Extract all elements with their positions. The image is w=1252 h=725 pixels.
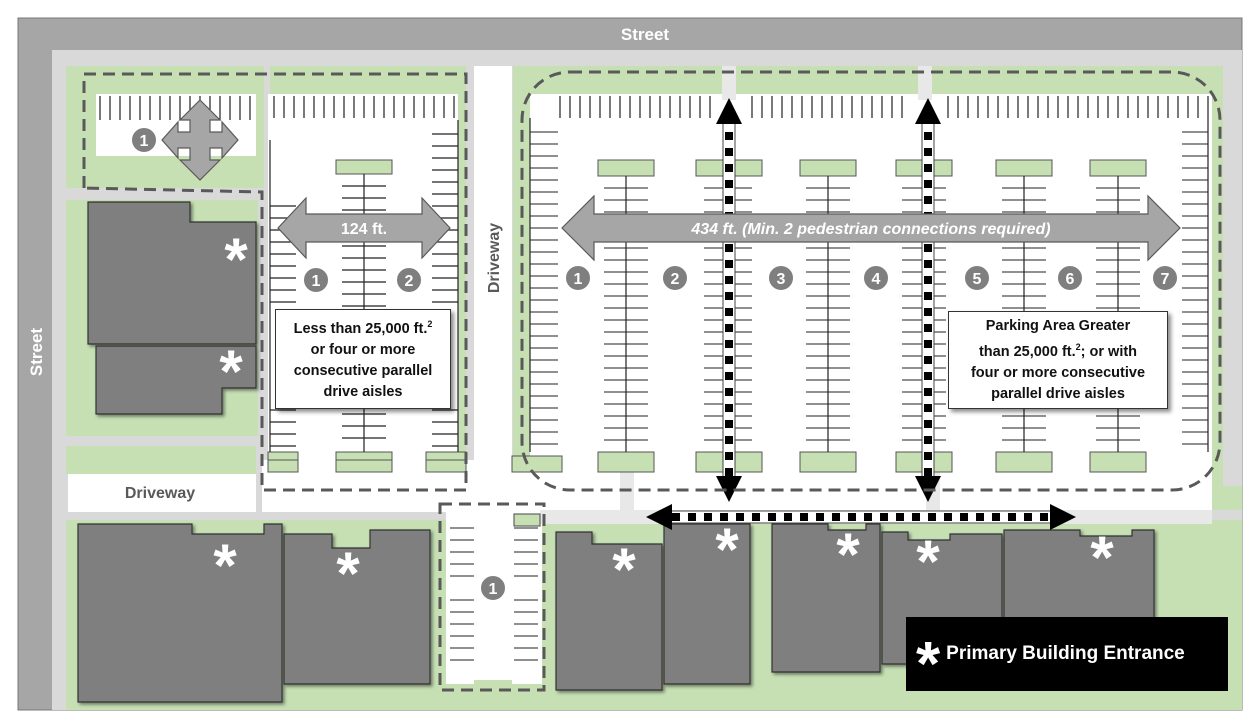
entrance-icon: * — [224, 226, 248, 293]
building-bottom-4 — [663, 523, 751, 685]
entrance-icon: * — [336, 540, 360, 607]
entrance-icon: * — [916, 528, 940, 595]
driveway-left-label: Driveway — [125, 485, 195, 502]
driveway-left — [68, 474, 256, 512]
callout-small-lot: Less than 25,000 ft.2 or four or more co… — [275, 309, 451, 409]
arrow-right — [1050, 504, 1076, 530]
svg-text:2: 2 — [405, 273, 414, 290]
walkway-break — [722, 66, 736, 100]
callout-large-line4: parallel drive aisles — [991, 385, 1125, 402]
callout-large-sup: 2 — [1075, 342, 1081, 352]
walkway-break — [918, 66, 932, 100]
svg-text:1: 1 — [140, 133, 149, 150]
arrow-top-left-4way — [161, 99, 239, 181]
callout-large-line2a: than 25,000 ft. — [978, 343, 1076, 360]
svg-text:1: 1 — [312, 273, 321, 290]
svg-text:4: 4 — [872, 271, 881, 288]
callout-small-line3: consecutive parallel — [293, 362, 433, 379]
aisle-marker: 1 — [130, 126, 158, 154]
entrance-icon: * — [612, 536, 636, 603]
dimension-434ft-label: 434 ft. (Min. 2 pedestrian connections r… — [690, 221, 1050, 238]
entrance-markers: * * * * * * * * * — [213, 226, 1114, 607]
landscape-left-strip — [66, 446, 256, 474]
svg-text:1: 1 — [489, 581, 498, 598]
island — [267, 451, 299, 473]
aisle-marker: 1 — [479, 574, 507, 602]
aisle-marker: 2 — [661, 264, 689, 292]
callout-large-line2b: ; or with — [1080, 343, 1138, 360]
building-bottom-1 — [77, 523, 283, 703]
entrance-icon: * — [836, 521, 860, 588]
legend: * Primary Building Entrance — [906, 617, 1228, 696]
large-lot-islands — [511, 159, 1147, 473]
building-bottom-7 — [1003, 529, 1155, 621]
building-left-lower — [95, 345, 257, 415]
entrance-icon: * — [1090, 524, 1114, 591]
arrow-down — [716, 476, 742, 502]
arrow-434ft — [561, 194, 1181, 262]
island — [335, 159, 393, 175]
building-bottom-5 — [771, 523, 881, 673]
aisle-marker: 4 — [862, 264, 890, 292]
aisle-marker: 1 — [302, 266, 330, 294]
aisle-marker: 2 — [395, 266, 423, 294]
boundary-large-lot — [520, 70, 1222, 492]
stalls-small-lot-top — [273, 96, 455, 118]
driveway-vertical — [474, 66, 512, 520]
entrance-icon: * — [213, 532, 237, 599]
stalls-center-lot — [450, 513, 541, 690]
aisle-marker: 3 — [767, 264, 795, 292]
callout-large-line3: four or more consecutive — [970, 364, 1146, 381]
pedestrian-paths — [646, 98, 1076, 530]
driveway-vertical-label: Driveway — [486, 223, 503, 293]
callout-small-sup: 2 — [427, 319, 433, 329]
svg-text:1: 1 — [574, 271, 583, 288]
arrow-left — [646, 504, 672, 530]
aisle-markers: 1 1 2 1 2 3 4 5 — [130, 126, 1179, 602]
entrance-icon: * — [219, 338, 243, 405]
dimension-arrows — [161, 99, 1181, 262]
aisle-marker: 5 — [963, 264, 991, 292]
svg-text:2: 2 — [671, 271, 680, 288]
entrance-icon: * — [715, 516, 739, 583]
island — [335, 451, 393, 473]
island — [425, 451, 467, 473]
callout-small-line1: Less than 25,000 ft. — [293, 320, 428, 337]
legend-entrance-icon: * — [916, 630, 941, 699]
aisle-marker: 7 — [1151, 264, 1179, 292]
dimension-124ft-label: 124 ft. — [341, 221, 387, 238]
aisle-marker: 1 — [564, 264, 592, 292]
svg-text:3: 3 — [777, 271, 786, 288]
callout-large-line1: Parking Area Greater — [985, 318, 1131, 334]
street-left-label: Street — [27, 328, 46, 377]
building-left-upper — [87, 201, 257, 345]
stalls-large-lot-top — [559, 96, 1209, 118]
landscape-top-mid — [270, 66, 466, 96]
arrow-up — [716, 98, 742, 124]
dashed-boundaries — [82, 70, 1222, 692]
callout-large-lot: Parking Area Greater than 25,000 ft.2; o… — [948, 311, 1168, 409]
boundary-small-lot — [82, 72, 468, 492]
callout-small-line2: or four or more — [310, 341, 416, 358]
small-lot-islands — [267, 159, 467, 473]
street-top-label: Street — [621, 25, 670, 44]
svg-text:6: 6 — [1066, 271, 1075, 288]
boundary-center-lot — [438, 502, 546, 692]
legend-label: Primary Building Entrance — [946, 643, 1185, 664]
building-bottom-2 — [283, 529, 431, 685]
building-bottom-3 — [555, 531, 663, 691]
arrow-up — [915, 98, 941, 124]
svg-text:5: 5 — [973, 271, 982, 288]
arrow-124ft — [277, 196, 451, 260]
svg-text:7: 7 — [1161, 271, 1170, 288]
buildings — [77, 201, 1155, 703]
callout-small-line4: drive aisles — [323, 383, 403, 400]
aisle-marker: 6 — [1056, 264, 1084, 292]
